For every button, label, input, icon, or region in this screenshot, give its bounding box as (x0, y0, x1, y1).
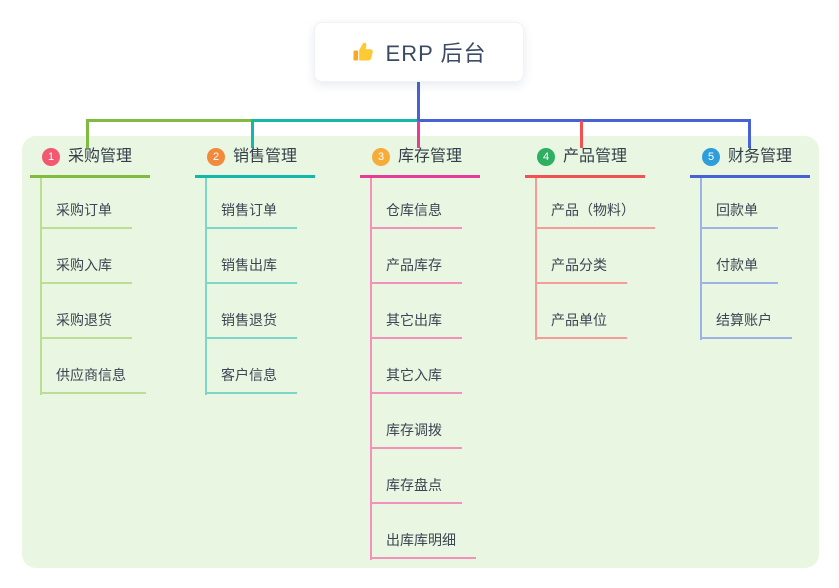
rail-finance (700, 178, 702, 340)
branch-header-sales[interactable]: 2 销售管理 (195, 145, 316, 178)
connector-horizontal-purchase (86, 119, 254, 122)
connector-drop-finance (748, 119, 751, 148)
branch-badge-5: 5 (702, 148, 720, 166)
connector-root-vertical (417, 82, 420, 122)
branches-panel (22, 136, 819, 568)
rail-purchase (40, 178, 42, 395)
node-outbound-detail[interactable]: 出库库明细 (370, 531, 476, 559)
node-receipt-bill[interactable]: 回款单 (700, 201, 778, 229)
connector-drop-product (580, 121, 583, 148)
root-node-erp[interactable]: ERP 后台 (314, 22, 524, 82)
rail-inventory (370, 178, 372, 560)
node-other-outbound[interactable]: 其它出库 (370, 311, 462, 339)
connector-horizontal-finance (417, 119, 751, 122)
thumbs-up-icon (353, 42, 373, 61)
connector-drop-sales (251, 119, 254, 148)
node-warehouse-info[interactable]: 仓库信息 (370, 201, 462, 229)
node-sales-return[interactable]: 销售退货 (205, 311, 297, 339)
root-node-label: ERP 后台 (385, 41, 487, 66)
node-sales-outbound[interactable]: 销售出库 (205, 256, 297, 284)
connector-horizontal-sales (252, 119, 419, 122)
branch-header-purchase[interactable]: 1 采购管理 (30, 145, 151, 178)
branch-label-sales: 销售管理 (233, 148, 298, 165)
branch-badge-2: 2 (207, 148, 225, 166)
branch-badge-3: 3 (372, 148, 390, 166)
node-purchase-return[interactable]: 采购退货 (40, 311, 132, 339)
branch-label-product: 产品管理 (563, 148, 628, 165)
branch-label-inventory: 库存管理 (398, 148, 463, 165)
node-other-inbound[interactable]: 其它入库 (370, 366, 462, 394)
node-stock-taking[interactable]: 库存盘点 (370, 476, 462, 504)
node-product-material[interactable]: 产品（物料） (535, 201, 655, 229)
node-purchase-inbound[interactable]: 采购入库 (40, 256, 132, 284)
branch-badge-1: 1 (42, 148, 60, 166)
rail-sales (205, 178, 207, 395)
branch-badge-4: 4 (537, 148, 555, 166)
node-product-category[interactable]: 产品分类 (535, 256, 627, 284)
connector-drop-purchase (86, 119, 89, 148)
node-customer-info[interactable]: 客户信息 (205, 366, 297, 394)
node-purchase-order[interactable]: 采购订单 (40, 201, 132, 229)
connector-drop-inventory (417, 121, 420, 148)
branch-header-product[interactable]: 4 产品管理 (525, 145, 646, 178)
node-settlement-account[interactable]: 结算账户 (700, 311, 792, 339)
branch-header-finance[interactable]: 5 财务管理 (690, 145, 811, 178)
branch-header-inventory[interactable]: 3 库存管理 (360, 145, 481, 178)
node-product-unit[interactable]: 产品单位 (535, 311, 627, 339)
branch-label-purchase: 采购管理 (68, 148, 133, 165)
node-product-stock[interactable]: 产品库存 (370, 256, 462, 284)
node-stock-transfer[interactable]: 库存调拨 (370, 421, 462, 449)
branch-label-finance: 财务管理 (728, 148, 793, 165)
node-supplier-info[interactable]: 供应商信息 (40, 366, 146, 394)
node-sales-order[interactable]: 销售订单 (205, 201, 297, 229)
rail-product (535, 178, 537, 340)
node-payment-bill[interactable]: 付款单 (700, 256, 778, 284)
